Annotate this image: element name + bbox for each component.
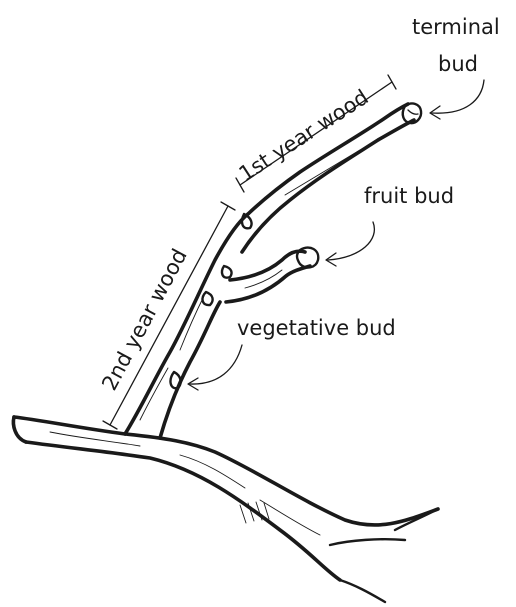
fruit-bud-label: fruit bud (364, 184, 454, 208)
fruit-bud-arrow (326, 222, 374, 266)
fruit-spur (226, 248, 318, 302)
fruit-bud-shape (297, 248, 318, 268)
second-year-dimension (103, 202, 235, 429)
terminal-label-line1: terminal (412, 15, 500, 39)
terminal-bud-arrow (430, 80, 484, 119)
second-year-wood-label: 2nd year wood (97, 245, 192, 394)
main-branch (13, 417, 438, 602)
terminal-label-line2: bud (438, 52, 478, 76)
vegetative-bud-label: vegetative bud (237, 316, 396, 340)
